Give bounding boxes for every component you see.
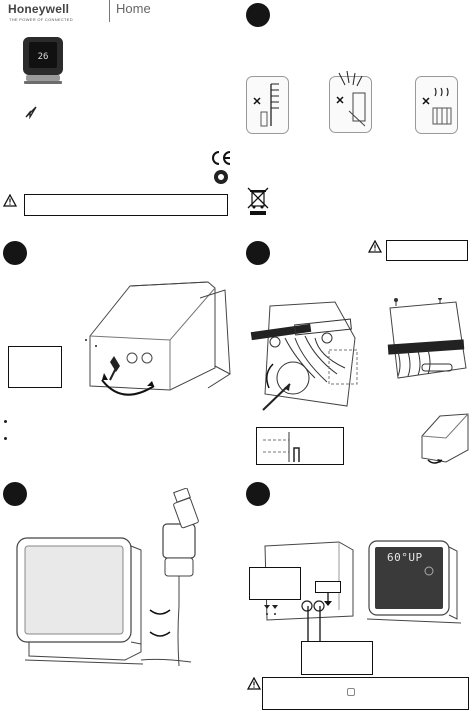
brand-divider [109, 0, 110, 22]
info-box-left [8, 346, 62, 388]
product-line: Home [116, 1, 151, 16]
back-label-box-left [249, 567, 301, 600]
thermostat-screen-illustration [365, 537, 465, 627]
certification-seal-icon [213, 169, 229, 185]
back-label-box-small [315, 581, 341, 593]
placement-no-heat-source-illustration [415, 76, 458, 134]
wiring-terminal-illustration [245, 298, 363, 416]
warning-triangle-icon [3, 194, 17, 207]
bullet-dot [4, 437, 7, 440]
thermostat-screen-readout: 60°UP [387, 551, 423, 564]
placement-no-near-door-illustration [246, 76, 289, 134]
thermostat-power-illustration [15, 487, 225, 673]
thermostat-release-illustration [80, 278, 235, 408]
step-circle-remove-front [3, 241, 27, 265]
brand-tagline: THE POWER OF CONNECTED [9, 17, 73, 22]
wiring-warning-box [386, 240, 468, 261]
step-circle-connect [246, 482, 270, 506]
bullet-dot [4, 420, 7, 423]
terminal-marks [262, 603, 282, 617]
step-circle-wiring [246, 241, 270, 265]
small-icon [347, 688, 355, 696]
step-circle-placement [246, 3, 270, 27]
pointer-lines [300, 606, 330, 642]
backplate-mounted-illustration [378, 296, 470, 390]
bottom-warning-box [262, 677, 469, 710]
step-circle-power [3, 482, 27, 506]
thermostat-photo: 26 [20, 35, 66, 85]
ce-mark-icon [210, 150, 232, 166]
arrow-down-icon [323, 593, 333, 607]
warning-notice-box [24, 194, 228, 216]
thermostat-back-illustration [247, 540, 361, 624]
placement-no-sunlight-illustration [329, 70, 372, 133]
connect-info-box [301, 641, 373, 675]
svg-text:26: 26 [38, 52, 49, 62]
warning-triangle-icon [247, 677, 261, 690]
brand-logo: Honeywell [8, 2, 70, 16]
crossed-out-bin-icon [247, 186, 269, 216]
pointer-arrow-icon [24, 105, 38, 120]
warning-triangle-icon [368, 240, 382, 253]
terminal-diagram-box [256, 427, 344, 465]
thermostat-attach-illustration [416, 410, 472, 470]
